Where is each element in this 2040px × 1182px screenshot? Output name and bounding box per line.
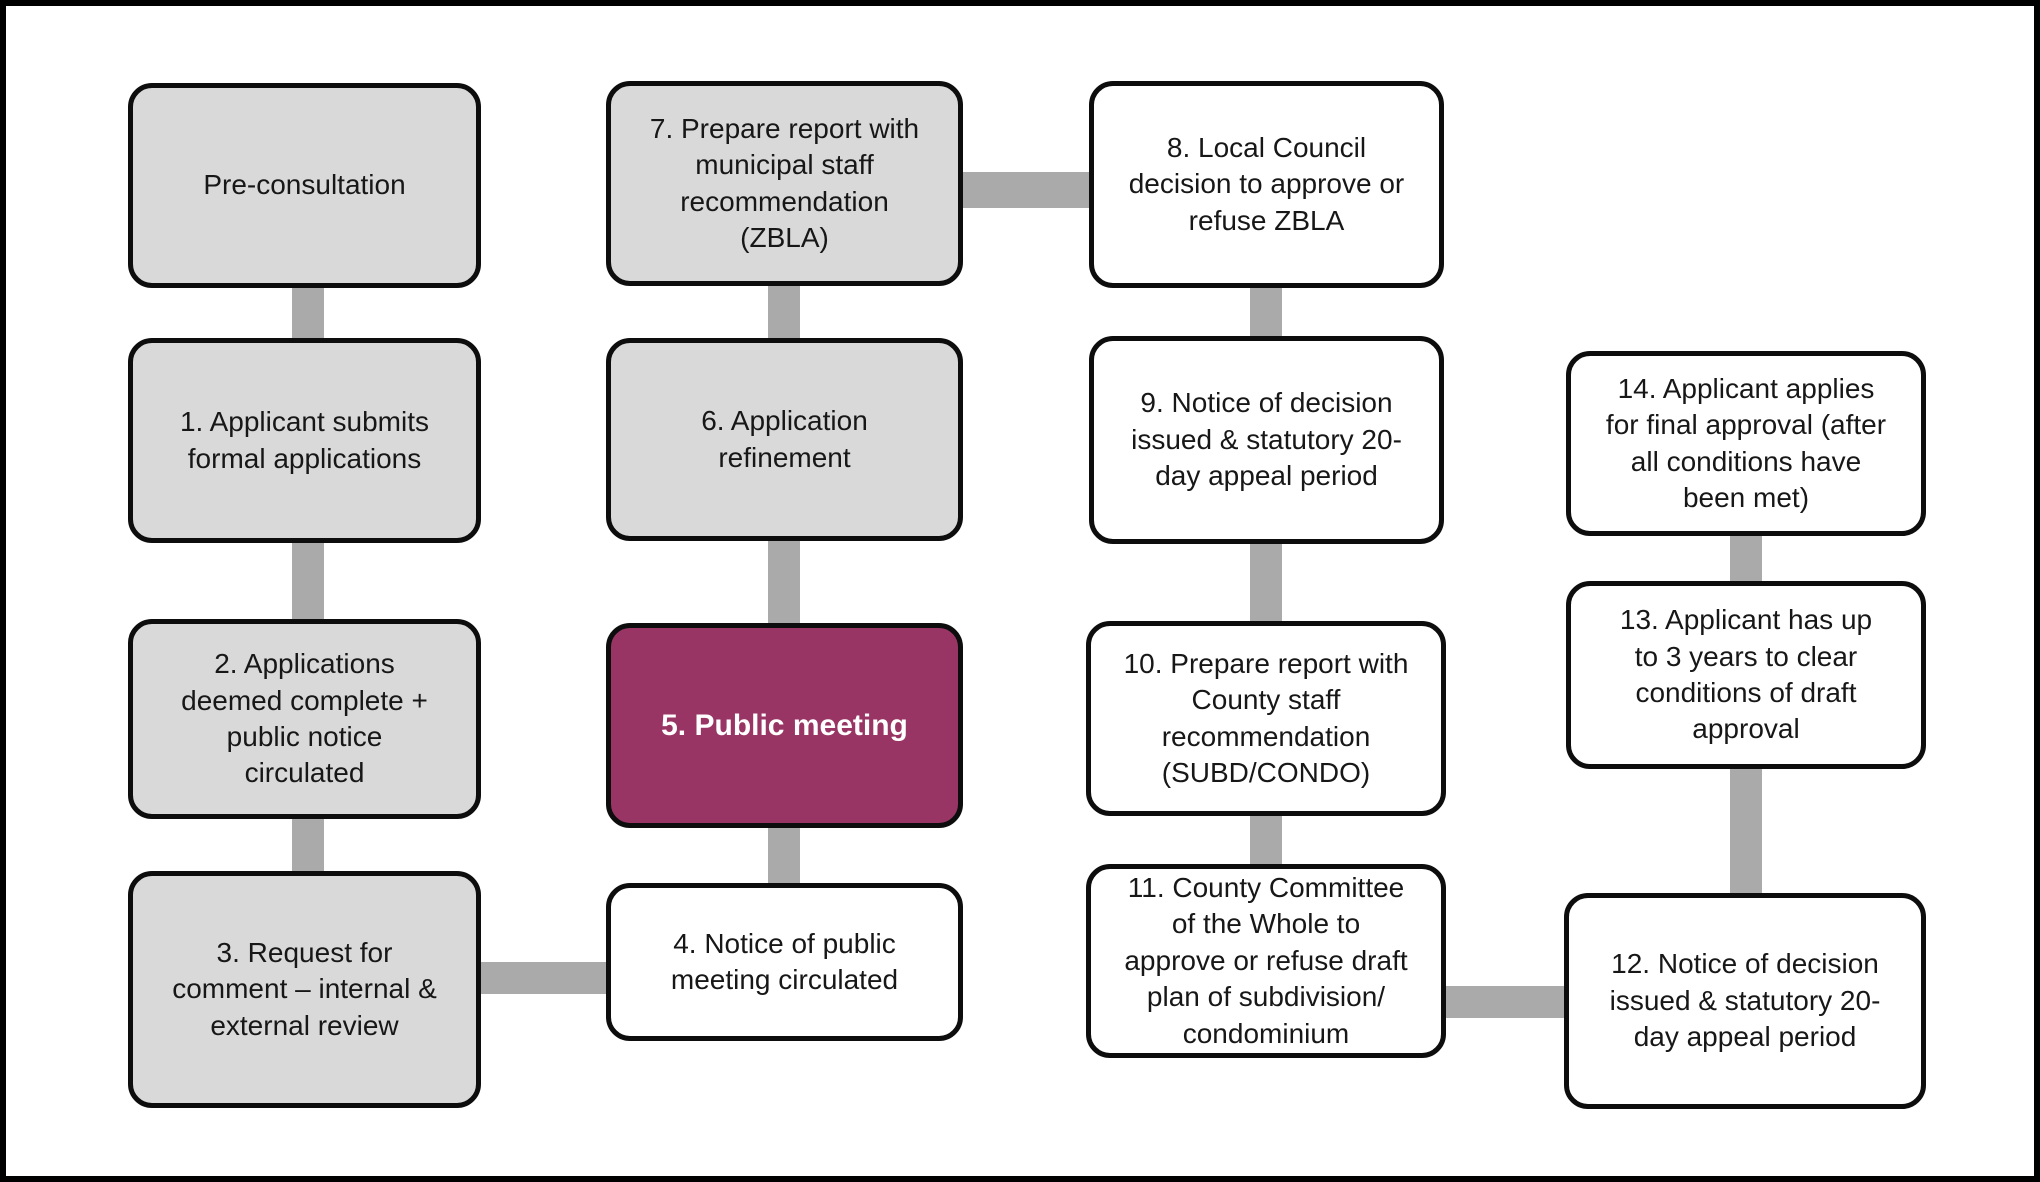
connector-7-to-8: [959, 172, 1093, 208]
connector-pre-to-1: [292, 284, 324, 342]
connector-4-to-5: [768, 824, 800, 887]
connector-2-to-3: [292, 815, 324, 875]
node-step-11: 11. County Committee of the Whole to app…: [1086, 864, 1446, 1058]
connector-13-to-14: [1730, 532, 1762, 585]
connector-10-to-11: [1250, 812, 1282, 868]
node-step-4: 4. Notice of public meeting circulated: [606, 883, 963, 1041]
connector-5-to-6: [768, 537, 800, 627]
connector-12-to-13: [1730, 765, 1762, 897]
node-step-10: 10. Prepare report with County staff rec…: [1086, 621, 1446, 816]
connector-3-to-4: [477, 962, 610, 994]
node-step-7: 7. Prepare report with municipal staff r…: [606, 81, 963, 286]
connector-1-to-2: [292, 539, 324, 623]
connector-11-to-12: [1442, 986, 1568, 1018]
node-step-6: 6. Application refinement: [606, 338, 963, 541]
node-pre-consultation: Pre-consultation: [128, 83, 481, 288]
node-step-14: 14. Applicant applies for final approval…: [1566, 351, 1926, 536]
node-step-9: 9. Notice of decision issued & statutory…: [1089, 336, 1444, 544]
node-step-5: 5. Public meeting: [606, 623, 963, 828]
node-step-12: 12. Notice of decision issued & statutor…: [1564, 893, 1926, 1109]
node-step-13: 13. Applicant has up to 3 years to clear…: [1566, 581, 1926, 769]
connector-9-to-10: [1250, 540, 1282, 625]
node-step-3: 3. Request for comment – internal & exte…: [128, 871, 481, 1108]
node-step-2: 2. Applications deemed complete + public…: [128, 619, 481, 819]
node-step-1: 1. Applicant submits formal applications: [128, 338, 481, 543]
connector-8-to-9: [1250, 284, 1282, 340]
connector-6-to-7: [768, 282, 800, 342]
node-step-8: 8. Local Council decision to approve or …: [1089, 81, 1444, 288]
